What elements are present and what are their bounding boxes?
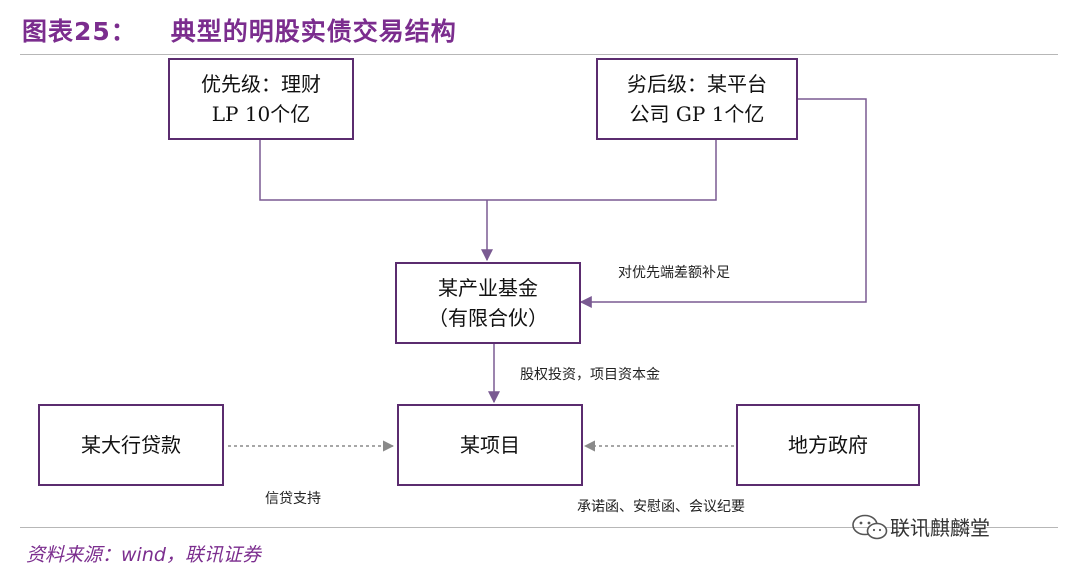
figure-title-text: 典型的明股实债交易结构	[170, 17, 457, 46]
senior-lp-line2: LP 10个亿	[211, 102, 311, 126]
guarantee-note: 对优先端差额补足	[618, 265, 730, 281]
figure-number: 图表25：	[22, 17, 137, 46]
bank-loan-box: 某大行贷款	[38, 404, 224, 486]
junior-gp-line1: 劣后级：某平台	[627, 72, 767, 96]
credit-support-note: 信贷支持	[265, 491, 321, 507]
local-government-label: 地方政府	[788, 433, 868, 457]
project-box: 某项目	[397, 404, 583, 486]
junior-gp-box: 劣后级：某平台 公司 GP 1个亿	[596, 58, 798, 140]
project-label: 某项目	[460, 433, 520, 457]
industry-fund-line2: （有限合伙）	[428, 306, 548, 330]
junior-gp-line2: 公司 GP 1个亿	[629, 102, 765, 126]
source-note: 资料来源：wind，联讯证券	[26, 544, 261, 566]
senior-connector	[259, 140, 487, 201]
bottom-divider	[20, 527, 1058, 528]
guarantee-arrow	[579, 98, 867, 308]
figure-title: 图表25： 典型的明股实债交易结构	[22, 12, 457, 48]
junior-connector	[487, 140, 717, 201]
local-government-box: 地方政府	[736, 404, 920, 486]
wechat-icon	[852, 514, 888, 539]
equity-investment-note: 股权投资，项目资本金	[520, 367, 660, 383]
watermark: 联讯麒麟堂	[850, 512, 990, 541]
bank-loan-label: 某大行贷款	[81, 433, 181, 457]
senior-lp-line1: 优先级：理财	[201, 72, 321, 96]
top-divider	[20, 54, 1058, 55]
commitment-letters-note: 承诺函、安慰函、会议纪要	[577, 499, 745, 515]
industry-fund-box: 某产业基金 （有限合伙）	[395, 262, 581, 344]
watermark-text: 联讯麒麟堂	[890, 516, 990, 540]
industry-fund-line1: 某产业基金	[438, 276, 538, 300]
senior-lp-box: 优先级：理财 LP 10个亿	[168, 58, 354, 140]
